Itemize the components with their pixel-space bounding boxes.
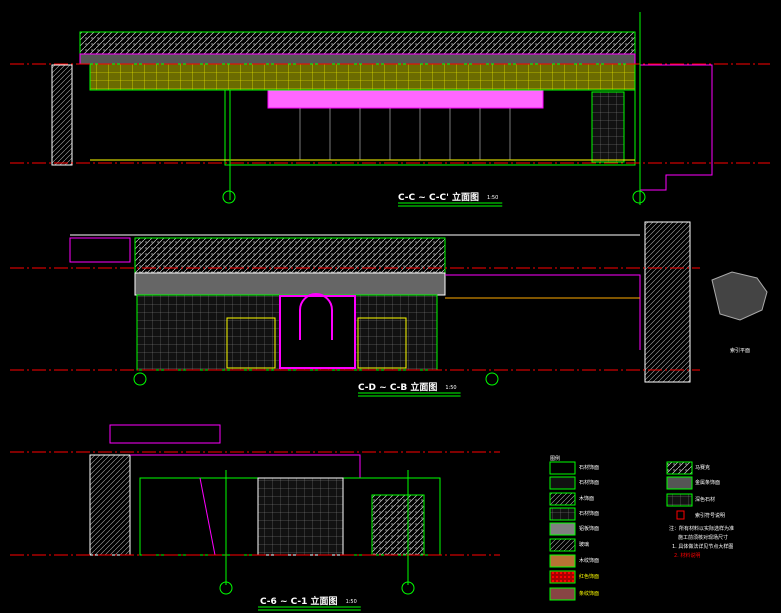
elevation-2-title: C-D ~ C-B 立面图	[358, 381, 437, 393]
elevation-1-scale: 1:50	[487, 195, 498, 201]
legend-item: 金属条饰面	[695, 479, 720, 486]
legend-item: 红色饰面	[579, 573, 599, 580]
legend-item: 玻璃	[579, 541, 589, 548]
legend-item: 条纹饰面	[579, 590, 599, 597]
legend-note: 1. 具体做法详见节点大样图	[672, 543, 733, 550]
elevation-3-scale: 1:50	[346, 599, 357, 605]
elevation-1-title: C-C ~ C-C' 立面图	[398, 191, 479, 203]
elevation-2-scale: 1:50	[445, 385, 456, 391]
legend-item: 木纹饰面	[579, 557, 599, 564]
legend-note: 施工前须核对现场尺寸	[678, 534, 728, 541]
elevation-2: 索引平面 C-D ~ C-B 立面图 1:50	[10, 221, 768, 397]
legend-item: 石材饰面	[579, 479, 599, 486]
keyplan-label: 索引平面	[730, 347, 750, 354]
legend-item: 木饰面	[579, 495, 594, 502]
elevation-3-title: C-6 ~ C-1 立面图	[260, 595, 338, 607]
legend-note-symbol: 索引符号说明	[695, 512, 725, 519]
legend-item: 铝板饰面	[579, 525, 599, 532]
legend-item: 石材饰面	[579, 510, 599, 517]
legend: 图例 石材饰面 石材饰面 木饰面 石材饰面 铝板饰面 玻璃 木纹饰面 红色饰面 …	[549, 455, 734, 601]
index-symbol-icon	[676, 510, 685, 520]
legend-item: 马赛克	[695, 464, 710, 471]
legend-note: 2. 材料说明	[674, 552, 700, 559]
legend-heading: 图例	[550, 455, 560, 462]
elevation-1: C-C ~ C-C' 立面图 1:50	[10, 12, 770, 207]
elevation-3: C-6 ~ C-1 立面图 1:50	[10, 424, 500, 611]
legend-note: 注：所有材料以实际选样为准	[669, 525, 734, 532]
legend-item: 石材饰面	[579, 464, 599, 471]
legend-item: 深色石材	[695, 496, 715, 503]
